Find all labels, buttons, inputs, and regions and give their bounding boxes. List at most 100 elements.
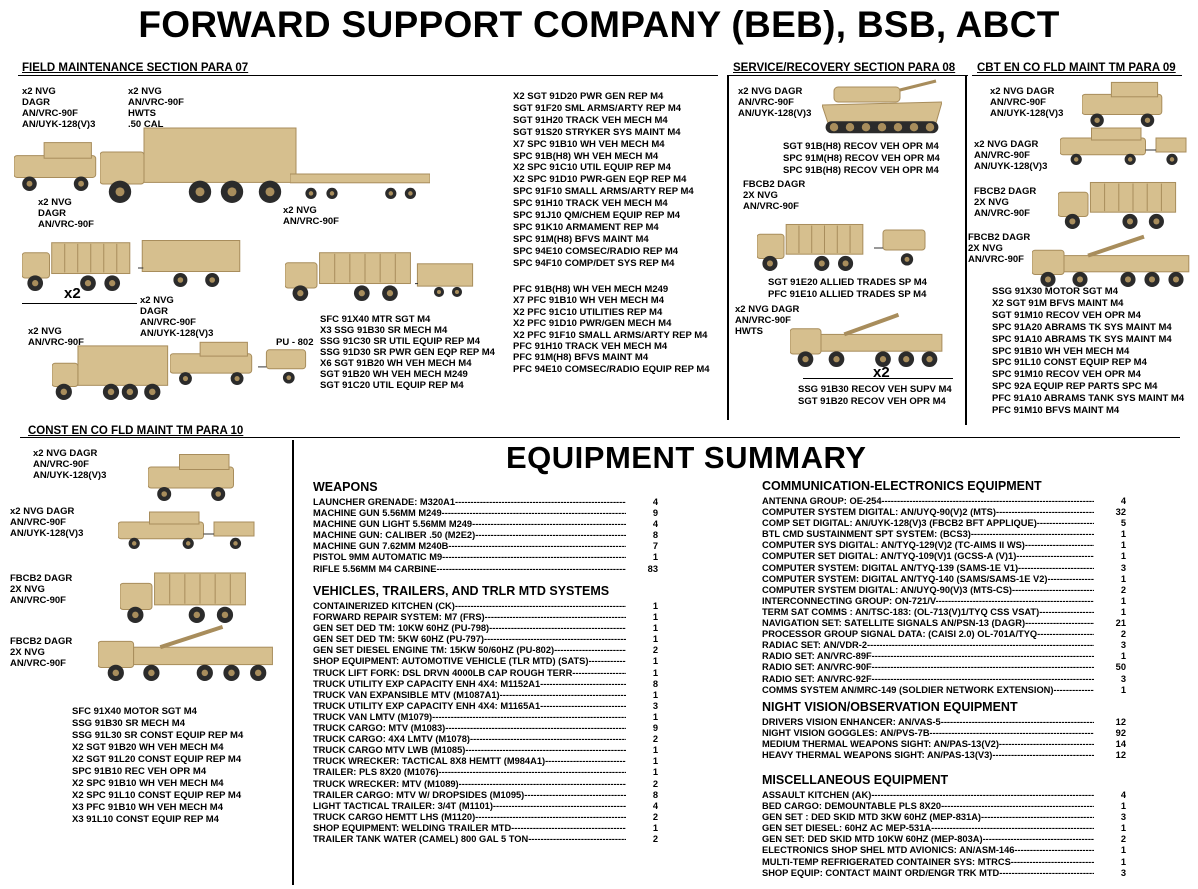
- label-line: AN/VRC-90F: [38, 219, 94, 230]
- label-line: AN/VRC-90F: [128, 97, 184, 108]
- label-line: AN/UYK-128(V)3: [990, 108, 1064, 119]
- summary-row: TRUCK CARGO: 4X4 LMTV (M1078)-----------…: [313, 734, 658, 745]
- label-line: AN/VRC-90F: [735, 315, 791, 326]
- label-line: FBCB2 DAGR: [968, 232, 1031, 243]
- item-quantity: 1: [652, 689, 658, 700]
- summary-row: COMP SET DIGITAL: AN/UYK-128(V)3 (FBCB2 …: [762, 518, 1126, 529]
- item-quantity: 2: [1120, 834, 1126, 845]
- label-line: AN/UYK-128(V)3: [140, 328, 214, 339]
- item-quantity: 2: [1120, 584, 1126, 595]
- weapons-heading: WEAPONS: [313, 480, 378, 494]
- item-quantity: 21: [1115, 618, 1126, 629]
- label-line: SPC 91L10 CONST EQUIP REP M4: [992, 357, 1147, 369]
- summary-row: MACHINE GUN 7.62MM M240B----------------…: [313, 541, 658, 552]
- equipment-summary-title: EQUIPMENT SUMMARY: [506, 440, 867, 475]
- divider: [965, 75, 967, 425]
- item-quantity: 8: [652, 530, 658, 541]
- item-quantity: 12: [1115, 750, 1126, 761]
- item-quantity: 1: [1120, 684, 1126, 695]
- cbt-en-co-header: CBT EN CO FLD MAINT TM PARA 09: [977, 62, 1176, 74]
- item-name: NIGHT VISION GOGGLES: AN/PVS-7B---------…: [762, 728, 1094, 739]
- label-line: AN/UYK-128(V)3: [974, 161, 1048, 172]
- label-line: AN/VRC-90F: [974, 208, 1030, 219]
- label-line: X2 PFC 91F10 SMALL ARMS/ARTY REP M4: [513, 329, 708, 341]
- label-line: x2 NVG DAGR: [974, 139, 1039, 150]
- item-name: MULTI-TEMP REFRIGERATED CONTAINER SYS: M…: [762, 856, 1094, 867]
- label-line: x2 NVG DAGR: [33, 448, 98, 459]
- item-quantity: 12: [1115, 717, 1126, 727]
- summary-row: NAVIGATION SET: SATELLITE SIGNALS AN/PSN…: [762, 618, 1126, 629]
- item-name: LAUNCHER GRENADE: M320A1----------------…: [313, 497, 626, 507]
- item-quantity: 1: [652, 612, 658, 623]
- item-name: TRUCK VAN LMTV (M1079)------------------…: [313, 711, 626, 722]
- item-name: GEN SET DED TM: 10KW 60HZ (PU-798)------…: [313, 623, 626, 634]
- label-line: X7 SPC 91B10 WH VEH MECH M4: [513, 138, 665, 150]
- item-quantity: 8: [652, 678, 658, 689]
- label-line: 2X NVG: [743, 190, 778, 201]
- summary-row: LIGHT TACTICAL TRAILER: 3/4T (M1101)----…: [313, 801, 658, 812]
- night-vision-list: DRIVERS VISION ENHANCER: AN/VAS-5-------…: [762, 717, 1126, 761]
- item-quantity: 2: [652, 778, 658, 789]
- vehicles-list: CONTAINERIZED KITCHEN (CK)--------------…: [313, 601, 658, 845]
- item-quantity: 1: [1120, 801, 1126, 812]
- item-name: RADIO SET: AN/VRC-92F-------------------…: [762, 673, 1094, 684]
- item-name: RADIO SET: AN/VRC-89F-------------------…: [762, 651, 1094, 662]
- const-en-co-header: CONST EN CO FLD MAINT TM PARA 10: [28, 425, 244, 437]
- label-line: X3 PFC 91B10 WH VEH MECH M4: [72, 802, 223, 813]
- summary-row: CONTAINERIZED KITCHEN (CK)--------------…: [313, 601, 658, 612]
- summary-row: HEAVY THERMAL WEAPONS SIGHT: AN/PAS-13(V…: [762, 750, 1126, 761]
- item-quantity: 1: [652, 552, 658, 563]
- item-name: COMPUTER SYS DIGITAL: AN/TYQ-129(V)2 (TC…: [762, 540, 1094, 551]
- item-name: COMPUTER SET DIGITAL: AN/TYQ-109(V)1 (GC…: [762, 551, 1094, 562]
- divider: [728, 75, 968, 76]
- wrecker-truck-icon: [97, 624, 276, 687]
- item-quantity: 1: [652, 667, 658, 678]
- summary-row: SHOP EQUIPMENT: AUTOMOTIVE VEHICLE (TLR …: [313, 656, 658, 667]
- label-line: AN/UYK-128(V)3: [22, 119, 96, 130]
- summary-row: GEN SET DIESEL ENGINE TM: 15KW 50/60HZ (…: [313, 645, 658, 656]
- humvee-truck-icon: [13, 140, 100, 197]
- item-quantity: 1: [1120, 529, 1126, 540]
- summary-row: RADIO SET: AN/VRC-92F-------------------…: [762, 674, 1126, 685]
- label-line: SFC 91X40 MTR SGT M4: [320, 314, 431, 325]
- item-name: ANTENNA GROUP: OE-254-------------------…: [762, 496, 1094, 506]
- item-name: RIFLE 5.56MM M4 CARBINE-----------------…: [313, 563, 626, 574]
- item-quantity: 3: [1120, 562, 1126, 573]
- label-group: PU - 802: [276, 337, 314, 348]
- summary-row: COMMS SYSTEM AN/MRC-149 (SOLDIER NETWORK…: [762, 685, 1126, 696]
- label-line: X6 SGT 91B20 WH VEH MECH M4: [320, 358, 472, 369]
- label-line: PFC 91M10 BFVS MAINT M4: [992, 405, 1120, 417]
- label-line: X2 SGT 91L20 CONST EQUIP REP M4: [72, 754, 242, 765]
- summary-row: RADIAC SET: AN/VDR-2--------------------…: [762, 640, 1126, 651]
- item-quantity: 1: [1120, 551, 1126, 562]
- label-line: AN/VRC-90F: [738, 97, 794, 108]
- item-quantity: 1: [652, 822, 658, 833]
- summary-row: TRUCK CARGO HEMTT LHS (M1120)-----------…: [313, 812, 658, 823]
- cargo-truck-icon: [21, 236, 132, 297]
- night-vision-heading: NIGHT VISION/OBSERVATION EQUIPMENT: [762, 700, 1018, 714]
- summary-row: RADIO SET: AN/VRC-90F-------------------…: [762, 662, 1126, 673]
- item-name: TRUCK VAN EXPANSIBLE MTV (M1087A1)------…: [313, 689, 626, 700]
- item-name: COMMS SYSTEM AN/MRC-149 (SOLDIER NETWORK…: [762, 684, 1094, 695]
- summary-row: TRAILER TANK WATER (CAMEL) 800 GAL 5 TON…: [313, 834, 658, 845]
- summary-row: BED CARGO: DEMOUNTABLE PLS 8X20---------…: [762, 801, 1126, 812]
- comms-list: ANTENNA GROUP: OE-254-------------------…: [762, 496, 1126, 696]
- item-name: GEN SET DIESEL: 60HZ AC MEP-531A--------…: [762, 823, 1094, 834]
- item-name: TRUCK CARGO: 4X4 LMTV (M1078)-----------…: [313, 734, 626, 745]
- divider: [972, 75, 1182, 76]
- summary-row: COMPUTER SYSTEM DIGITAL: AN/UYQ-90(V)3 (…: [762, 585, 1126, 596]
- item-quantity: 8: [652, 789, 658, 800]
- item-quantity: 1: [652, 601, 658, 611]
